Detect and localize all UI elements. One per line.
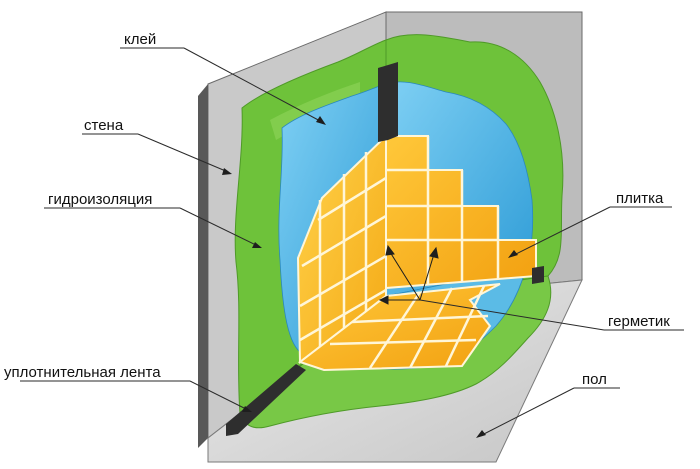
tile-right-wall	[385, 135, 537, 290]
label-waterproofing: гидроизоляция	[48, 191, 152, 208]
sealing-tape-vertical	[378, 62, 398, 142]
label-floor: пол	[582, 371, 607, 388]
label-glue: клей	[124, 31, 156, 48]
label-sealant: герметик	[608, 313, 670, 330]
tile-floor	[297, 283, 501, 372]
leader-lines	[20, 47, 684, 438]
sealant-arrows	[378, 244, 439, 305]
label-wall: стена	[84, 117, 124, 134]
label-tile: плитка	[616, 190, 664, 207]
labels: клей стена гидроизоляция плитка герметик…	[4, 31, 670, 388]
sealing-tape-right-floor	[532, 266, 544, 284]
label-sealing-tape: уплотнительная лента	[4, 364, 161, 381]
sealing-tape-left-floor	[226, 364, 306, 436]
tile-left-wall	[296, 133, 387, 364]
wall-left-edge	[198, 84, 208, 448]
sealing-tape	[226, 62, 544, 436]
